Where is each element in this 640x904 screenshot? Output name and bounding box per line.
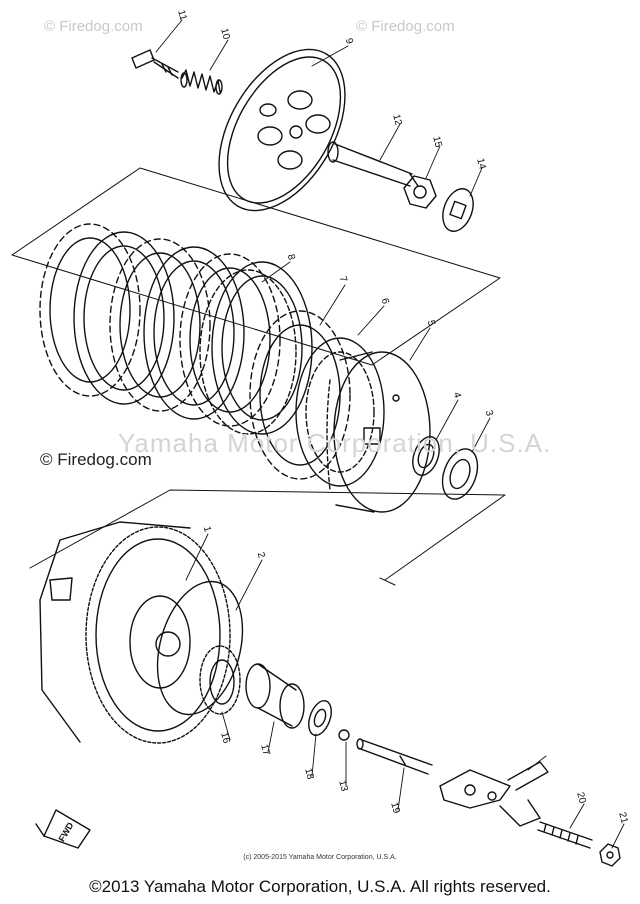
part-15-nut xyxy=(403,175,437,209)
ghost-watermark: Yamaha Motor Corporation, U.S.A. xyxy=(118,428,552,458)
label-14: 14 xyxy=(474,157,488,171)
label-8: 8 xyxy=(285,253,297,262)
part-21-nut xyxy=(599,843,621,867)
watermark-top-left: © Firedog.com xyxy=(44,18,143,35)
part-13-ball xyxy=(338,729,350,741)
part-12-push-rod xyxy=(327,141,419,187)
label-7: 7 xyxy=(337,275,349,284)
front-direction-marker xyxy=(35,809,91,849)
part-2-o-ring xyxy=(156,580,244,716)
watermark-left: © Firedog.com xyxy=(40,450,152,469)
label-16: 16 xyxy=(218,731,232,745)
part-19-push-rod xyxy=(356,738,433,775)
label-12: 12 xyxy=(390,113,404,127)
label-5: 5 xyxy=(425,319,437,328)
label-1: 1 xyxy=(201,525,213,534)
push-lever-assembly xyxy=(439,761,549,827)
part-14-washer xyxy=(442,188,474,232)
small-copyright: (c) 2005-2015 Yamaha Motor Corporation, … xyxy=(243,854,397,861)
part-10-spring xyxy=(180,69,223,95)
part-11-bolt xyxy=(131,49,179,79)
label-19: 19 xyxy=(388,801,402,815)
part-1-clutch-housing xyxy=(39,521,231,744)
middle-assembly-outline xyxy=(29,489,506,586)
label-11: 11 xyxy=(175,9,188,22)
label-9: 9 xyxy=(343,37,355,46)
part-3-washer xyxy=(441,448,479,500)
label-20: 20 xyxy=(574,791,588,805)
part-5-clutch-boss xyxy=(326,351,431,513)
label-10: 10 xyxy=(218,27,232,41)
part-20-screw xyxy=(537,821,593,849)
part-18-washer xyxy=(308,700,332,736)
part-17-collar xyxy=(245,663,305,729)
upper-assembly-outline xyxy=(11,167,501,366)
part-labels: 11 10 9 12 15 14 8 7 6 5 4 3 1 2 16 17 1… xyxy=(57,9,630,844)
watermark-top-right: © Firedog.com xyxy=(356,18,455,35)
label-18: 18 xyxy=(302,767,316,781)
part-4-thrust-washer xyxy=(412,436,440,476)
label-2: 2 xyxy=(255,551,267,560)
label-13: 13 xyxy=(336,779,350,793)
label-3: 3 xyxy=(483,409,495,418)
label-21: 21 xyxy=(616,811,630,825)
part-16-gear xyxy=(199,645,241,715)
part-8-friction-plate xyxy=(199,269,297,435)
label-4: 4 xyxy=(451,391,463,400)
plate-stack xyxy=(39,223,313,435)
label-17: 17 xyxy=(258,743,272,757)
part-9-pressure-plate xyxy=(218,48,346,212)
footer-copyright: ©2013 Yamaha Motor Corporation, U.S.A. A… xyxy=(89,877,551,896)
leader-lines xyxy=(155,19,625,849)
label-15: 15 xyxy=(430,135,444,149)
fwd-label: FWD xyxy=(57,820,76,843)
label-6: 6 xyxy=(379,297,391,306)
